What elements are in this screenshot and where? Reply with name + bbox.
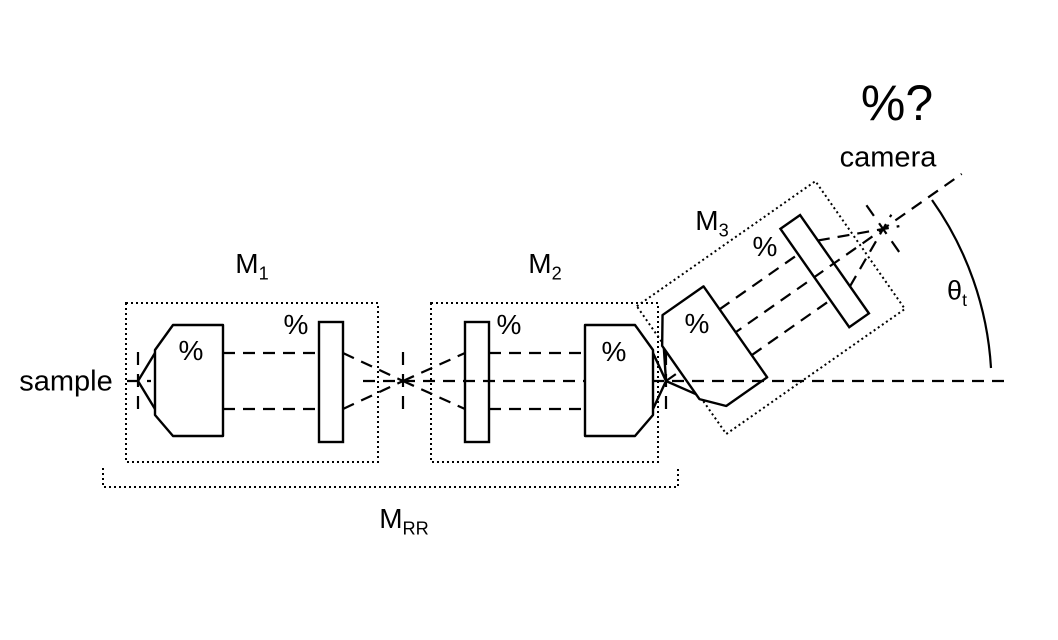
m1-objective-shape bbox=[153, 323, 225, 438]
ray-stub bbox=[665, 379, 697, 396]
ray-line bbox=[402, 351, 466, 383]
m1-label-sub: 1 bbox=[258, 263, 269, 284]
m2-lens-symbol: % bbox=[496, 309, 522, 340]
mrr-label-sub: RR bbox=[402, 518, 429, 539]
m1-objective-symbol: % bbox=[178, 335, 204, 366]
ray-line bbox=[817, 225, 900, 242]
m3-objective-shape bbox=[660, 285, 769, 408]
m1-label-base: M bbox=[235, 248, 259, 279]
m3-label-sub: 3 bbox=[718, 220, 729, 241]
ray-line bbox=[849, 214, 893, 287]
m3-module-group bbox=[635, 173, 963, 436]
magnification-query-label: %? bbox=[860, 75, 934, 131]
tilt-angle-label: θt bbox=[947, 275, 967, 309]
ray-line bbox=[402, 379, 466, 411]
m3-tube-lens-shape bbox=[778, 213, 871, 329]
tilt-angle-arc bbox=[931, 199, 993, 369]
mrr-label-base: M bbox=[379, 503, 403, 534]
ray-lines-m1-m2 bbox=[223, 351, 585, 411]
m2-label-sub: 2 bbox=[551, 263, 562, 284]
m2-objective-symbol: % bbox=[601, 336, 627, 367]
ray-stubs bbox=[136, 352, 668, 410]
m2-label: M2 bbox=[528, 248, 561, 283]
ray-stub bbox=[136, 380, 157, 410]
camera-focal-plane-marker bbox=[865, 204, 901, 254]
m3-label: M3 bbox=[695, 205, 728, 240]
module-boxes bbox=[102, 302, 679, 488]
ray-line bbox=[342, 352, 404, 382]
theta-sub: t bbox=[962, 289, 967, 310]
m1-label: M1 bbox=[235, 248, 268, 283]
m2-box bbox=[430, 302, 659, 463]
m2-label-base: M bbox=[528, 248, 552, 279]
ray-stub bbox=[651, 380, 668, 410]
m1-tube-lens-shape bbox=[317, 320, 345, 444]
relay-bracket bbox=[102, 468, 679, 488]
m1-lens-symbol: % bbox=[283, 309, 309, 340]
m3-label-base: M bbox=[695, 205, 719, 236]
sample-label: sample bbox=[19, 365, 113, 398]
camera-label: camera bbox=[839, 141, 937, 174]
ray-line bbox=[718, 253, 799, 311]
mrr-label: MRR bbox=[379, 503, 429, 538]
m2-objective-shape bbox=[583, 323, 655, 438]
focal-plane-markers bbox=[136, 352, 668, 412]
objectives bbox=[153, 323, 655, 438]
ray-lines-m3 bbox=[718, 253, 831, 357]
theta-base: θ bbox=[947, 275, 963, 306]
m3-objective-symbol: % bbox=[684, 308, 710, 339]
ray-line bbox=[751, 299, 831, 357]
m1-box bbox=[125, 302, 379, 463]
m3-lens-symbol: % bbox=[752, 231, 778, 262]
ray-line bbox=[342, 380, 404, 410]
ray-stub bbox=[651, 352, 668, 382]
ray-stub bbox=[136, 352, 157, 382]
